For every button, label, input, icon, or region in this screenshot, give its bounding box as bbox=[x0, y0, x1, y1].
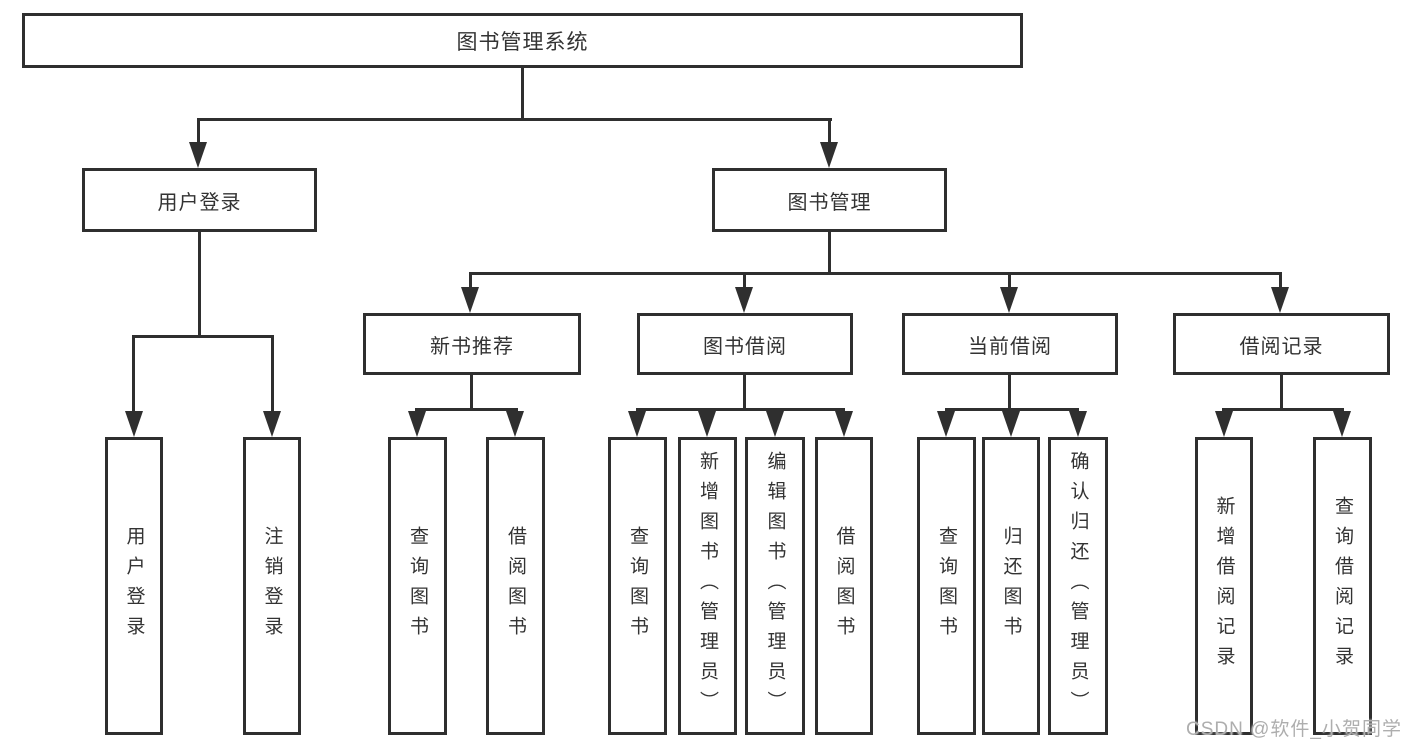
node-label: 查询图书 bbox=[627, 526, 648, 646]
node-label: 新增图书（管理员） bbox=[697, 451, 718, 721]
node-label: 查询图书 bbox=[407, 526, 428, 646]
leaf-borrow-edit-books-admin: 编辑图书（管理员） bbox=[745, 437, 805, 735]
arrow-down-icon bbox=[1333, 411, 1351, 437]
arrow-down-icon bbox=[1000, 287, 1018, 313]
leaf-current-query-books: 查询图书 bbox=[917, 437, 976, 735]
node-new-book-recommend: 新书推荐 bbox=[363, 313, 581, 375]
node-label: 归还图书 bbox=[1000, 526, 1022, 646]
connector-line bbox=[521, 68, 524, 118]
connector-line bbox=[469, 272, 1282, 275]
node-label: 查询图书 bbox=[936, 526, 957, 646]
node-label: 编辑图书（管理员） bbox=[764, 451, 786, 721]
node-label: 确认归还（管理员） bbox=[1067, 451, 1089, 721]
node-label: 图书管理系统 bbox=[456, 30, 589, 54]
connector-line bbox=[1222, 408, 1344, 411]
leaf-borrow-add-books-admin: 新增图书（管理员） bbox=[678, 437, 737, 735]
node-root-library-system: 图书管理系统 bbox=[22, 13, 1023, 68]
leaf-records-query-borrow-record: 查询借阅记录 bbox=[1313, 437, 1372, 735]
leaf-borrow-query-books: 查询图书 bbox=[608, 437, 667, 735]
arrow-down-icon bbox=[1215, 411, 1233, 437]
arrow-down-icon bbox=[506, 411, 524, 437]
node-label: 当前借阅 bbox=[968, 335, 1052, 358]
node-label: 图书借阅 bbox=[703, 335, 787, 358]
arrow-down-icon bbox=[820, 142, 838, 168]
arrow-down-icon bbox=[835, 411, 853, 437]
arrow-down-icon bbox=[1069, 411, 1087, 437]
node-book-borrowing: 图书借阅 bbox=[637, 313, 853, 375]
arrow-down-icon bbox=[1002, 411, 1020, 437]
node-book-management: 图书管理 bbox=[712, 168, 947, 232]
node-label: 借阅图书 bbox=[505, 526, 526, 646]
node-label: 借阅图书 bbox=[833, 526, 855, 646]
connector-line bbox=[945, 408, 1079, 411]
leaf-current-confirm-return-admin: 确认归还（管理员） bbox=[1048, 437, 1108, 735]
connector-line bbox=[743, 375, 746, 408]
node-user-login: 用户登录 bbox=[82, 168, 317, 232]
arrow-down-icon bbox=[263, 411, 281, 437]
arrow-down-icon bbox=[766, 411, 784, 437]
leaf-records-add-borrow-record: 新增借阅记录 bbox=[1195, 437, 1253, 735]
arrow-down-icon bbox=[189, 142, 207, 168]
node-label: 新增借阅记录 bbox=[1213, 496, 1235, 676]
connector-line bbox=[1008, 272, 1011, 290]
connector-line bbox=[197, 118, 200, 146]
connector-line bbox=[198, 232, 201, 335]
node-label: 借阅记录 bbox=[1239, 335, 1324, 358]
arrow-down-icon bbox=[937, 411, 955, 437]
leaf-user-login: 用户登录 bbox=[105, 437, 163, 735]
connector-line bbox=[636, 408, 845, 411]
leaf-recommend-borrow-books: 借阅图书 bbox=[486, 437, 545, 735]
leaf-recommend-query-books: 查询图书 bbox=[388, 437, 447, 735]
node-borrowing-records: 借阅记录 bbox=[1173, 313, 1390, 375]
arrow-down-icon bbox=[698, 411, 716, 437]
node-label: 用户登录 bbox=[157, 191, 242, 214]
connector-line bbox=[469, 272, 472, 290]
node-label: 查询借阅记录 bbox=[1332, 496, 1353, 676]
connector-line bbox=[197, 118, 832, 121]
node-label: 注销登录 bbox=[261, 526, 283, 646]
arrow-down-icon bbox=[408, 411, 426, 437]
arrow-down-icon bbox=[125, 411, 143, 437]
connector-line bbox=[132, 335, 274, 338]
csdn-watermark: CSDN @软件_小贺同学 bbox=[1186, 719, 1402, 740]
node-label: 用户登录 bbox=[123, 526, 145, 646]
connector-line bbox=[1008, 375, 1011, 408]
node-label: 新书推荐 bbox=[430, 335, 514, 358]
leaf-borrow-borrow-books: 借阅图书 bbox=[815, 437, 873, 735]
node-current-borrowing: 当前借阅 bbox=[902, 313, 1118, 375]
connector-line bbox=[132, 335, 135, 415]
connector-line bbox=[415, 408, 518, 411]
connector-line bbox=[828, 118, 831, 146]
connector-line bbox=[470, 375, 473, 408]
connector-line bbox=[1280, 375, 1283, 408]
arrow-down-icon bbox=[1271, 287, 1289, 313]
connector-line bbox=[1279, 272, 1282, 290]
leaf-current-return-books: 归还图书 bbox=[982, 437, 1040, 735]
arrow-down-icon bbox=[461, 287, 479, 313]
node-label: 图书管理 bbox=[787, 191, 872, 214]
connector-line bbox=[828, 232, 831, 272]
connector-line bbox=[743, 272, 746, 290]
arrow-down-icon bbox=[628, 411, 646, 437]
arrow-down-icon bbox=[735, 287, 753, 313]
leaf-logout: 注销登录 bbox=[243, 437, 301, 735]
connector-line bbox=[271, 335, 274, 415]
